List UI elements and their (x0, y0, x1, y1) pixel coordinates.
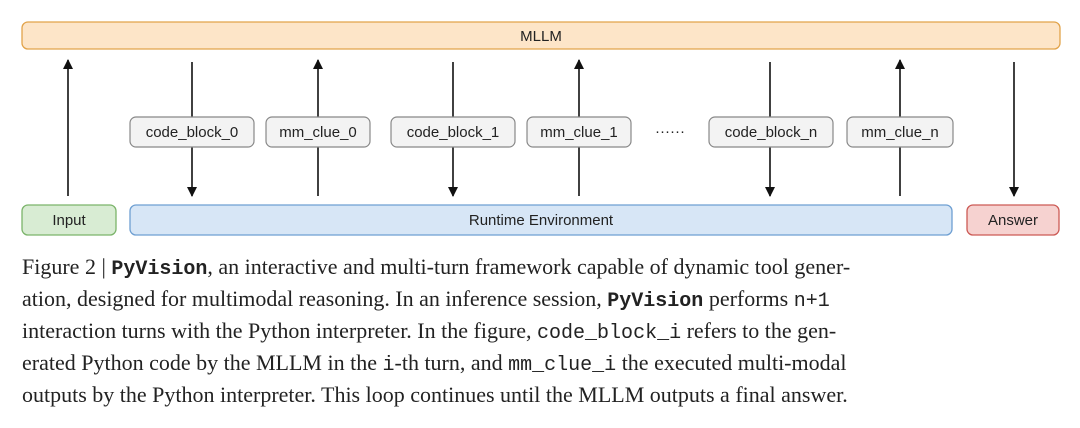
code-block-n-label: code_block_n (725, 124, 818, 141)
ellipsis: ······ (655, 123, 685, 140)
code-block-term: code_block_i (537, 322, 682, 345)
mm-clue-0-box: mm_clue_0 (265, 116, 371, 148)
mm-clue-1-box: mm_clue_1 (526, 116, 632, 148)
caption-line-2: ation, designed for multimodal reasoning… (22, 284, 1062, 316)
caption-line-4: erated Python code by the MLLM in the i-… (22, 348, 1062, 380)
pyvision-name: PyVision (607, 290, 704, 313)
mm-clue-n-box: mm_clue_n (846, 116, 954, 148)
runtime-environment-box: Runtime Environment (129, 204, 953, 236)
turn-boxes: code_block_0 mm_clue_0 code_block_1 mm_c… (129, 116, 954, 148)
pyvision-name: PyVision (111, 258, 208, 281)
caption-text: refers to the gen- (681, 318, 837, 343)
caption-line-1: Figure 2 | PyVision, an interactive and … (22, 252, 1062, 284)
caption-line-3: interaction turns with the Python interp… (22, 316, 1062, 348)
pyvision-diagram: MLLM code_block_0 mm_clue_0 code_block_1… (21, 21, 1061, 236)
mm-clue-0-label: mm_clue_0 (279, 124, 357, 141)
mm-clue-n-label: mm_clue_n (861, 124, 939, 141)
caption-text: , an interactive and multi-turn framewor… (207, 254, 851, 279)
caption-line-5: outputs by the Python interpreter. This … (22, 380, 1062, 409)
figure-caption: Figure 2 | PyVision, an interactive and … (22, 252, 1062, 409)
code-block-n-box: code_block_n (708, 116, 834, 148)
input-box: Input (21, 204, 117, 236)
caption-text: -th turn, and (394, 350, 509, 375)
code-block-0-box: code_block_0 (129, 116, 255, 148)
turn-index-term: i (382, 354, 395, 377)
figure-number: Figure 2 | (22, 254, 112, 279)
mm-clue-1-label: mm_clue_1 (540, 124, 618, 141)
code-block-1-label: code_block_1 (407, 124, 500, 141)
caption-text: performs (703, 286, 794, 311)
caption-text: the executed multi-modal (616, 350, 847, 375)
input-label: Input (52, 212, 86, 229)
turn-count: n+1 (793, 290, 830, 313)
answer-label: Answer (988, 212, 1038, 229)
caption-text: outputs by the Python interpreter. This … (22, 382, 848, 407)
caption-text: interaction turns with the Python interp… (22, 318, 538, 343)
code-block-0-label: code_block_0 (146, 124, 239, 141)
mllm-label: MLLM (520, 28, 562, 45)
caption-text: erated Python code by the MLLM in the (22, 350, 383, 375)
code-block-1-box: code_block_1 (390, 116, 516, 148)
answer-box: Answer (966, 204, 1060, 236)
runtime-environment-label: Runtime Environment (469, 212, 614, 229)
caption-text: ation, designed for multimodal reasoning… (22, 286, 608, 311)
mllm-box: MLLM (21, 21, 1061, 50)
mm-clue-term: mm_clue_i (508, 354, 617, 377)
